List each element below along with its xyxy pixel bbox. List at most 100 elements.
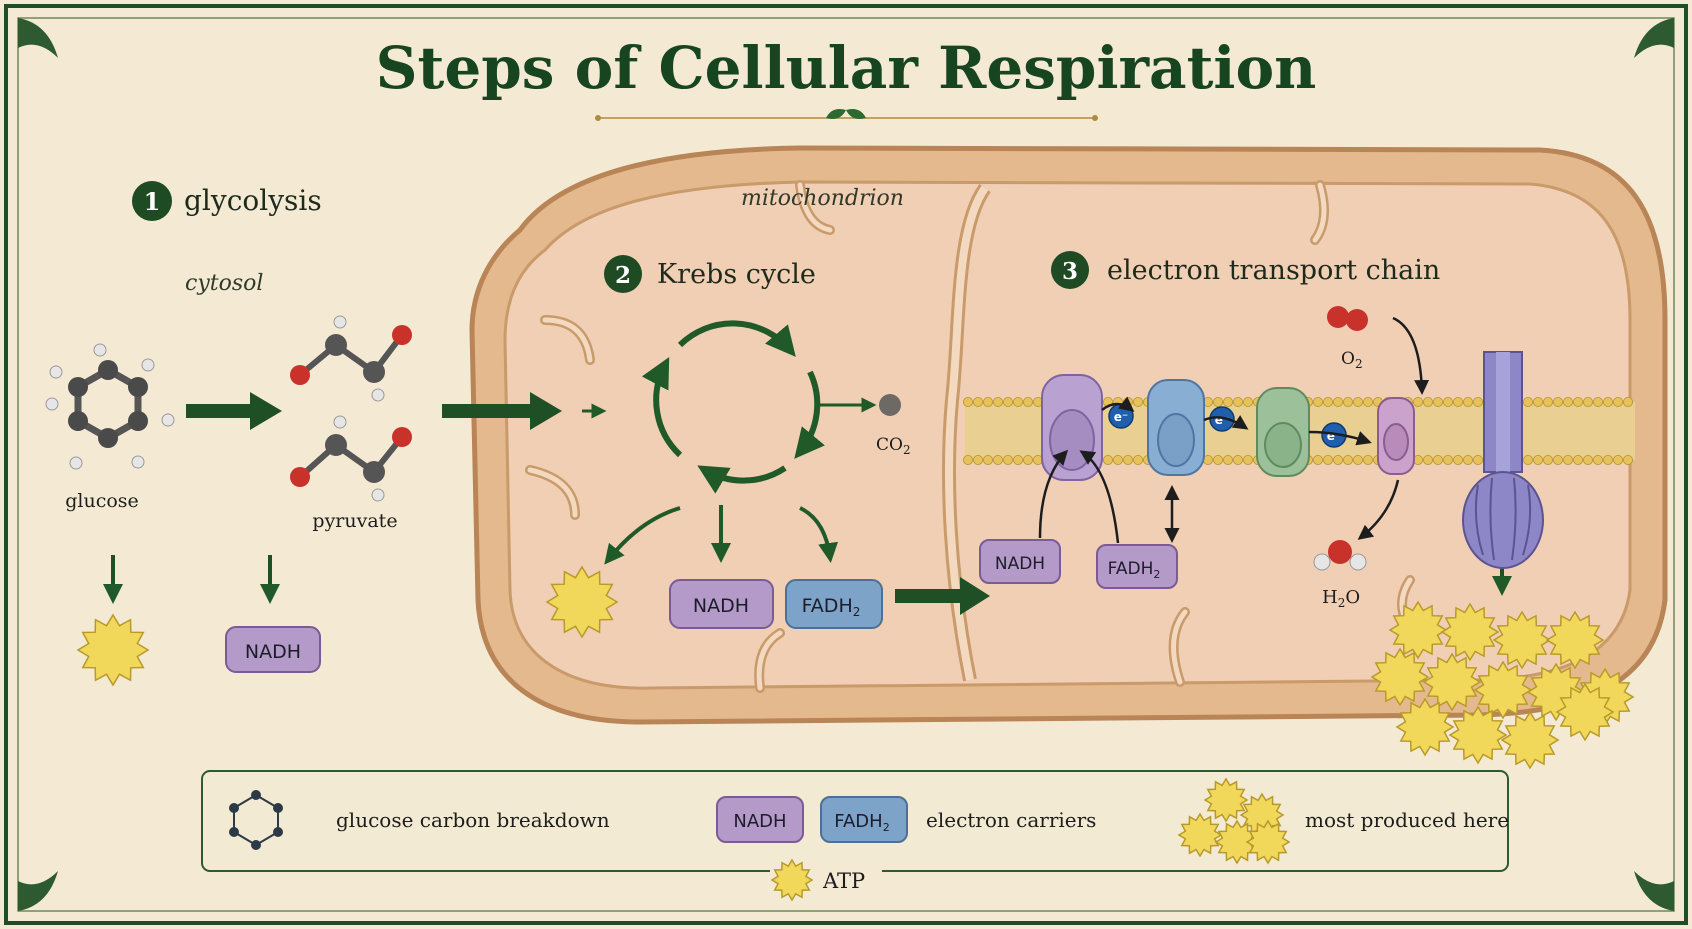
svg-text:3: 3 — [1062, 258, 1078, 285]
atp-star-krebs — [545, 565, 619, 639]
membrane-bead — [1613, 396, 1624, 407]
membrane-bead — [1243, 454, 1254, 465]
label-glucose: glucose — [65, 490, 139, 512]
step-label-krebs: Krebs cycle — [657, 259, 816, 290]
step-label-glycolysis: glycolysis — [184, 184, 322, 217]
membrane-bead — [1583, 454, 1594, 465]
label-pyruvate: pyruvate — [312, 510, 397, 532]
membrane-bead — [1323, 454, 1334, 465]
h2o-molecule-icon — [1313, 540, 1367, 571]
atp-star-etc — [1545, 610, 1605, 670]
membrane-bead — [1453, 396, 1464, 407]
legend-fadh-pill: FADH2 — [820, 796, 908, 843]
membrane-bead — [983, 396, 994, 407]
membrane-bead — [1423, 454, 1434, 465]
membrane-bead — [1313, 396, 1324, 407]
membrane-bead — [1413, 396, 1424, 407]
atp-star-etc — [1422, 652, 1482, 712]
membrane-bead — [1533, 396, 1544, 407]
legend-carbon-label: glucose carbon breakdown — [336, 808, 610, 832]
membrane-bead — [1003, 396, 1014, 407]
corner-ornaments — [18, 18, 1674, 911]
membrane-bead — [1553, 396, 1564, 407]
membrane-bead — [1473, 454, 1484, 465]
atp-star-etc — [1500, 710, 1560, 770]
atp-star-etc — [1370, 647, 1430, 707]
label-h2o: H2O — [1322, 587, 1360, 610]
membrane-bead — [1523, 454, 1534, 465]
atp-cluster-icon — [1370, 600, 1635, 770]
membrane-bead — [1603, 454, 1614, 465]
atp-star-etc — [1395, 697, 1455, 757]
svg-text:2: 2 — [615, 262, 631, 289]
svg-text:1: 1 — [144, 187, 161, 216]
arrow-pyruvate-to-mito — [442, 392, 562, 430]
arrow-glucose-to-pyruvate — [186, 392, 282, 430]
atp-synthase-icon — [1462, 351, 1544, 569]
membrane-bead — [1433, 454, 1444, 465]
nadh-pill-etc: NADH — [979, 539, 1061, 584]
atp-star-legend — [1177, 812, 1223, 858]
membrane-bead — [1023, 454, 1034, 465]
membrane-bead — [1233, 396, 1244, 407]
membrane-bead — [1123, 454, 1134, 465]
complex-iii-icon — [1256, 387, 1310, 477]
membrane-bead — [1333, 396, 1344, 407]
atp-star-legend — [1203, 777, 1249, 823]
electron-label: e⁻ — [1114, 410, 1128, 424]
svg-text:NADH: NADH — [995, 554, 1045, 574]
svg-text:NADH: NADH — [733, 811, 786, 832]
outer-frame — [4, 4, 1688, 925]
membrane-bead — [1343, 396, 1354, 407]
nadh-pill-glycolysis: NADH — [225, 626, 321, 673]
title-divider — [595, 109, 1098, 121]
membrane-bead — [1583, 396, 1594, 407]
legend-carbon-icon — [229, 790, 283, 850]
svg-text:NADH: NADH — [693, 595, 749, 617]
arrow-carriers-to-etc — [895, 577, 990, 615]
membrane-bead — [1553, 454, 1564, 465]
membrane-bead — [1233, 454, 1244, 465]
atp-star-etc — [1440, 602, 1500, 662]
membrane-bead — [1563, 454, 1574, 465]
legend-atp-label: ATP — [822, 869, 865, 893]
membrane-bead — [1573, 454, 1584, 465]
atp-star-etc — [1492, 610, 1552, 670]
membrane-bead — [1533, 454, 1544, 465]
atp-star-legend — [1245, 819, 1291, 865]
atp-star-glycolysis — [76, 613, 150, 687]
glucose-molecule-icon — [45, 343, 175, 470]
atp-star-etc — [1555, 682, 1615, 742]
legend-atp-cluster-icon — [1177, 777, 1291, 865]
electron-label: e⁻ — [1327, 429, 1341, 443]
atp-star-key — [770, 858, 814, 902]
fadh-pill-krebs: FADH2 — [785, 579, 883, 629]
membrane-bead — [1223, 454, 1234, 465]
membrane-bead — [1113, 454, 1124, 465]
fadh-pill-etc: FADH2 — [1096, 544, 1178, 589]
legend-nadh-pill: NADH — [716, 796, 804, 843]
membrane-bead — [1453, 454, 1464, 465]
membrane-bead — [963, 454, 974, 465]
membrane-bead — [1013, 454, 1024, 465]
svg-text:FADH2: FADH2 — [1108, 559, 1161, 581]
step-badge-3: 3 — [1051, 251, 1089, 289]
svg-text:FADH2: FADH2 — [802, 595, 861, 619]
membrane-bead — [1473, 396, 1484, 407]
membrane-bead — [1593, 454, 1604, 465]
membrane-bead — [973, 396, 984, 407]
co2-molecule-icon — [879, 394, 901, 416]
membrane-bead — [1543, 454, 1554, 465]
nadh-pill-krebs: NADH — [669, 579, 774, 629]
complex-iv-icon — [1377, 397, 1415, 475]
membrane-bead — [1443, 454, 1454, 465]
location-mitochondrion: mitochondrion — [741, 186, 904, 211]
legend-carriers-label: electron carriers — [926, 808, 1096, 832]
membrane-bead — [1103, 454, 1114, 465]
membrane-bead — [1443, 396, 1454, 407]
membrane-bead — [1573, 396, 1584, 407]
membrane-bead — [1133, 396, 1144, 407]
membrane-bead — [1223, 396, 1234, 407]
membrane-bead — [1013, 396, 1024, 407]
